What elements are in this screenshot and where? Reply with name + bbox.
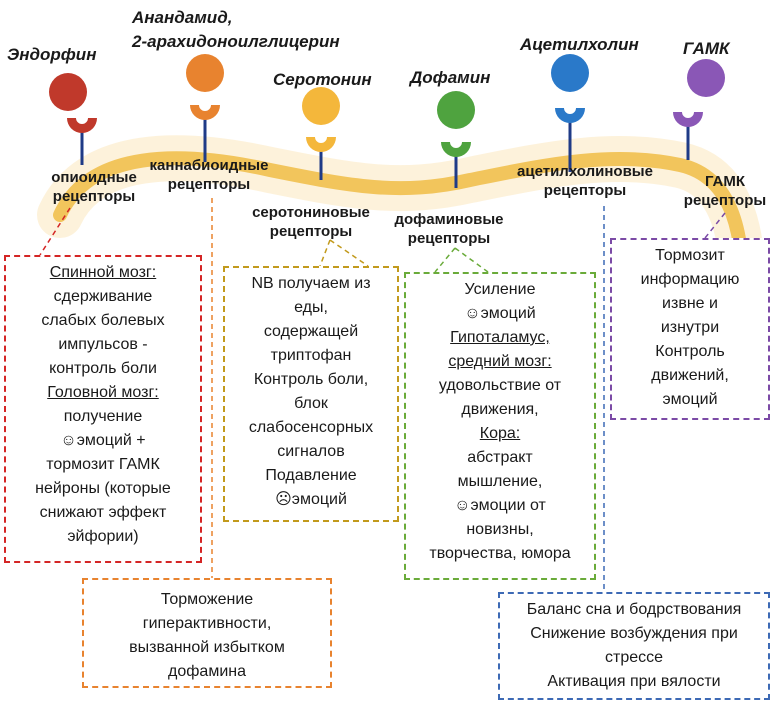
- serotonin-name: Серотонин: [273, 70, 372, 89]
- dopamine-name: Дофамин: [410, 68, 491, 87]
- dopamine-connector: [434, 247, 489, 273]
- opioid-receptor-cup: [67, 118, 97, 133]
- acetylcholine-receptor-cup: [555, 108, 585, 123]
- acetylcholine-receptor-label: ацетилхолиновые рецепторы: [502, 162, 668, 200]
- acetylcholine-effects-box: Баланс сна и бодрствования Снижение возб…: [498, 592, 770, 700]
- opioid-receptor-label: опиоидные рецепторы: [44, 168, 144, 206]
- cannabinoid-effects-box: Торможение гиперактивности, вызванной из…: [82, 578, 332, 688]
- effect-line: мышление,: [457, 473, 543, 490]
- effect-line: слабосенсорных: [248, 419, 374, 436]
- effect-line: импульсов -: [58, 336, 148, 353]
- effect-line: ☺эмоций: [464, 305, 536, 322]
- anandamide-ball: [186, 54, 224, 92]
- effect-line: гиперактивности,: [142, 615, 272, 632]
- effect-line: ☺эмоции от: [454, 497, 546, 514]
- effect-line: получение: [63, 408, 143, 425]
- effect-line: вызванной избытком: [129, 639, 285, 656]
- effect-line: Подавление: [265, 467, 357, 484]
- cannabinoid-receptor-cup: [190, 105, 220, 120]
- effect-line: движений,: [651, 367, 729, 384]
- effect-line: Баланс сна и бодрствования: [526, 601, 742, 618]
- effect-line: содержащей: [263, 323, 359, 340]
- effect-line: стрессе: [604, 649, 664, 666]
- effect-line: абстракт: [467, 449, 533, 466]
- serotonin-ball: [302, 87, 340, 125]
- effect-line: эйфории): [67, 528, 139, 545]
- effect-line: Гипоталамус,: [450, 329, 550, 346]
- effect-line: Тормозит: [655, 247, 725, 264]
- effect-line: нейроны (которые: [35, 480, 171, 497]
- gaba-receptor-label: ГАМК рецепторы: [680, 172, 770, 210]
- opioid-effects-box: Спинной мозг: сдерживание слабых болевых…: [4, 255, 202, 563]
- effect-line: Усиление: [464, 281, 536, 298]
- effect-line: изнутри: [660, 319, 720, 336]
- effect-line: NB получаем из: [251, 275, 371, 292]
- acetylcholine-receptor-line2: рецепторы: [543, 182, 627, 199]
- anandamide-name-line2: 2-арахидоноилглицерин: [132, 32, 340, 51]
- effect-line: эмоций: [662, 391, 718, 408]
- effect-line: контроль боли: [49, 360, 157, 377]
- effect-line: Контроль боли,: [253, 371, 369, 388]
- opioid-receptor-line2: рецепторы: [52, 188, 136, 205]
- dopamine-receptor-line1: дофаминовые: [394, 211, 504, 228]
- effect-line: Активация при вялости: [547, 673, 721, 690]
- effect-line: информацию: [640, 271, 740, 288]
- effect-line: триптофан: [270, 347, 352, 364]
- effect-line: Торможение: [160, 591, 254, 608]
- effect-line: ☹эмоций: [275, 491, 347, 508]
- effect-line: снижают эффект: [39, 504, 167, 521]
- dopamine-receptor-label: дофаминовые рецепторы: [382, 210, 516, 248]
- gaba-name: ГАМК: [683, 39, 730, 58]
- serotonin-receptor-line1: серотониновые: [252, 204, 370, 221]
- effect-line: Снижение возбуждения при: [530, 625, 738, 642]
- acetylcholine-receptor-line1: ацетилхолиновые: [517, 163, 653, 180]
- serotonin-receptor-cup: [306, 137, 336, 152]
- acetylcholine-ball: [551, 54, 589, 92]
- endorphin-name: Эндорфин: [7, 45, 97, 64]
- gaba-receptor-line2: рецепторы: [683, 192, 767, 209]
- cannabinoid-receptor-label: каннабиоидные рецепторы: [145, 156, 273, 194]
- effect-line: удовольствие от: [438, 377, 562, 394]
- gaba-ball: [687, 59, 725, 97]
- dopamine-effects-box: Усиление ☺эмоций Гипоталамус, средний мо…: [404, 272, 596, 580]
- endorphin-ball: [49, 73, 87, 111]
- dopamine-receptor-line2: рецепторы: [407, 230, 491, 247]
- effect-line: Кора:: [479, 425, 521, 442]
- effect-line: движения,: [461, 401, 539, 418]
- serotonin-effects-box: NB получаем из еды, содержащей триптофан…: [223, 266, 399, 522]
- opioid-connector: [39, 207, 71, 256]
- gaba-receptor-line1: ГАМК: [704, 173, 746, 190]
- effect-line: еды,: [294, 299, 328, 316]
- cannabinoid-receptor-line1: каннабиоидные: [149, 157, 269, 174]
- gaba-effects-box: Тормозит информацию извне и изнутри Конт…: [610, 238, 770, 420]
- dopamine-receptor-cup: [441, 142, 471, 157]
- acetylcholine-name: Ацетилхолин: [520, 35, 639, 54]
- effect-line: тормозит ГАМК: [46, 456, 160, 473]
- effect-line: блок: [294, 395, 328, 412]
- effect-line: слабых болевых: [41, 312, 165, 329]
- receptor-stems: [80, 116, 690, 188]
- membrane-band: [53, 151, 750, 337]
- effect-line: Спинной мозг:: [49, 264, 157, 281]
- effect-line: новизны,: [466, 521, 534, 538]
- gaba-receptor-cup: [673, 112, 703, 127]
- effect-line: Головной мозг:: [47, 384, 159, 401]
- effect-line: Контроль: [655, 343, 725, 360]
- serotonin-connector: [319, 239, 369, 267]
- dopamine-ball: [437, 91, 475, 129]
- effect-line: сдерживание: [53, 288, 153, 305]
- effect-line: ☺эмоций +: [60, 432, 146, 449]
- effect-line: сигналов: [277, 443, 345, 460]
- serotonin-receptor-line2: рецепторы: [269, 223, 353, 240]
- effect-line: творчества, юмора: [429, 545, 571, 562]
- opioid-receptor-line1: опиоидные: [51, 169, 137, 186]
- cannabinoid-receptor-line2: рецепторы: [167, 176, 251, 193]
- effect-line: дофамина: [168, 663, 246, 680]
- anandamide-name-line1: Анандамид,: [132, 8, 233, 27]
- effect-line: извне и: [662, 295, 718, 312]
- serotonin-receptor-label: серотониновые рецепторы: [240, 203, 382, 241]
- effect-line: средний мозг:: [448, 353, 552, 370]
